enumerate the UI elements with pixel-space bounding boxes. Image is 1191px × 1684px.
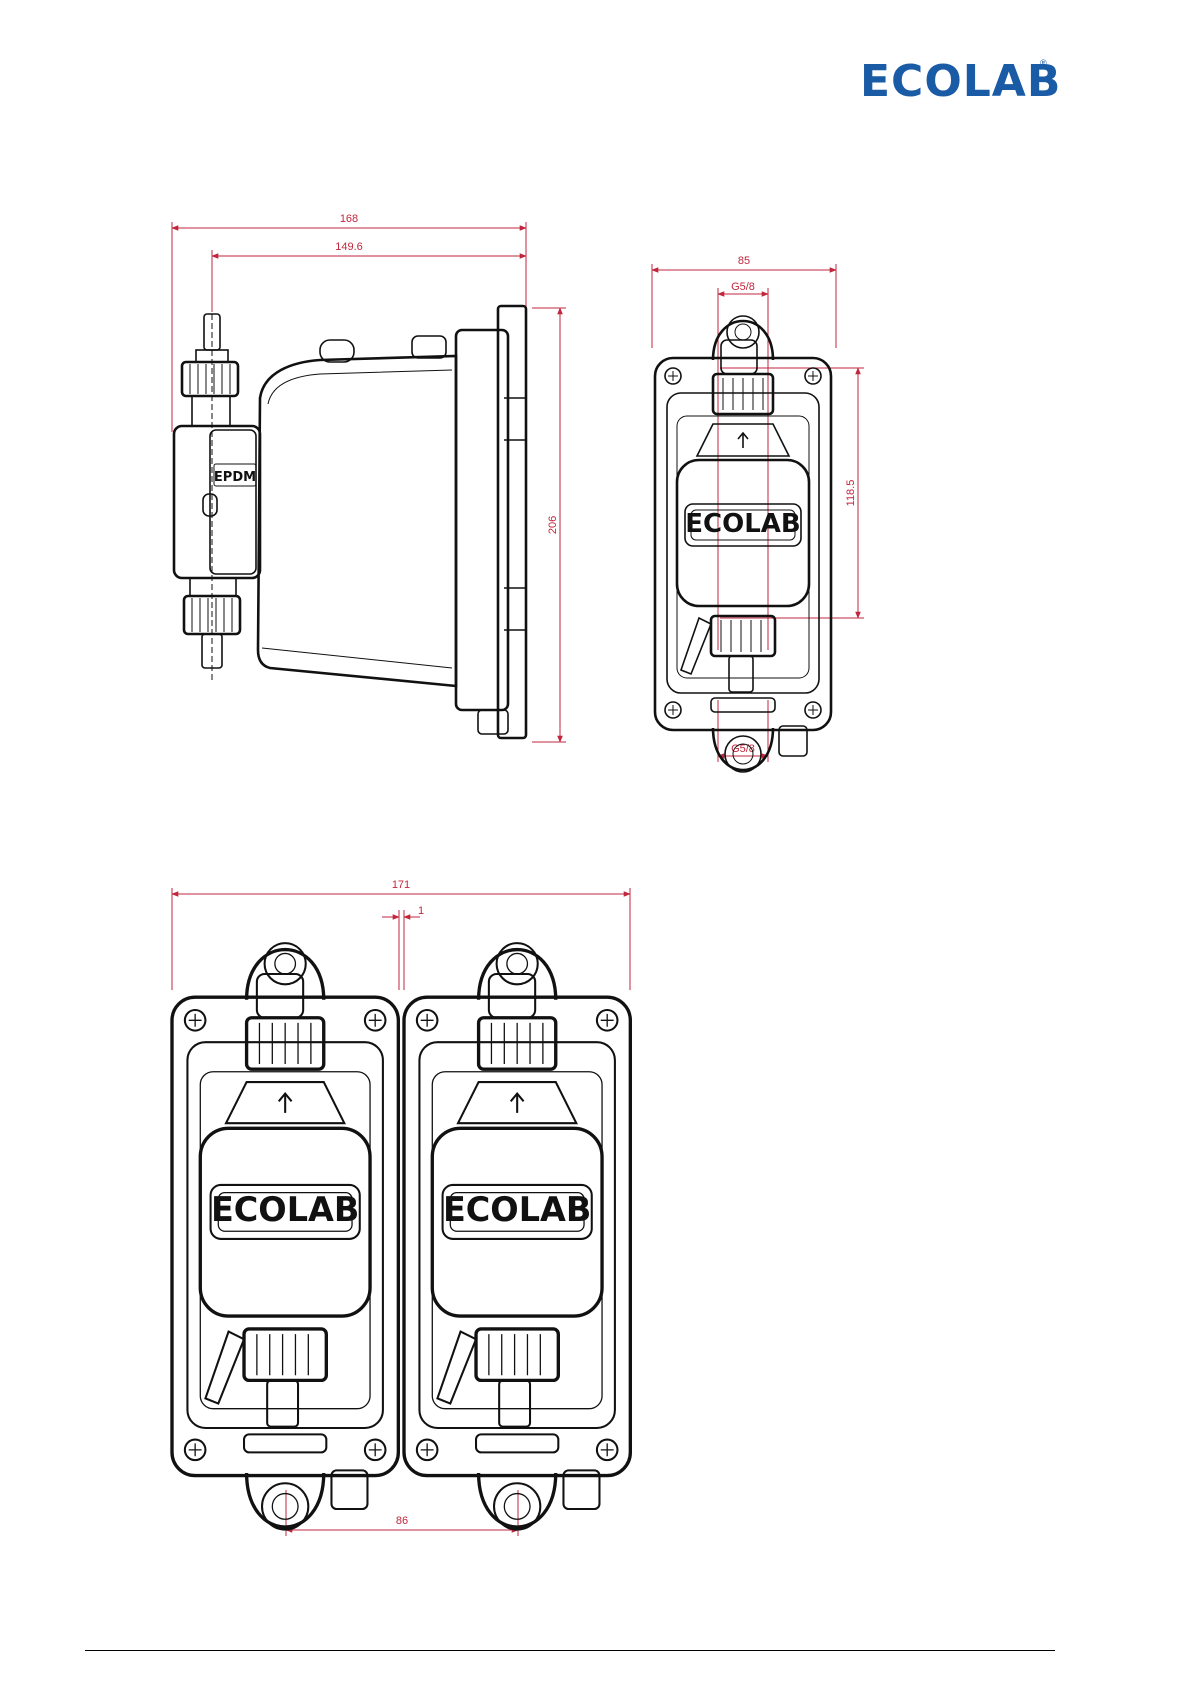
dual-right-brand-label: ECOLAB — [443, 1190, 591, 1229]
dual-view: 171 1 86 ECOLAB ECOLAB — [172, 879, 630, 1536]
dual-left-brand-label: ECOLAB — [211, 1190, 359, 1229]
dim-dual-center-spacing: 86 — [396, 1515, 408, 1527]
dim-side-total-width: 168 — [340, 213, 358, 225]
label-epdm: EPDM — [214, 470, 256, 485]
dim-dual-total-width: 171 — [392, 879, 410, 891]
front-brand-label: ECOLAB — [685, 509, 800, 539]
footer-divider — [85, 1650, 1055, 1651]
dim-dual-gap: 1 — [418, 905, 424, 917]
dim-front-width: 85 — [738, 255, 750, 267]
dim-side-inner-width: 149.6 — [335, 241, 363, 253]
dim-front-port-spacing: 118.5 — [845, 480, 857, 507]
dim-front-top-port: G5/8 — [731, 281, 755, 293]
side-view: 168 149.6 206 EPDM — [172, 213, 566, 742]
dim-side-height: 206 — [547, 516, 559, 534]
front-view: 85 G5/8 118.5 G5/8 ECOLAB — [652, 255, 864, 772]
